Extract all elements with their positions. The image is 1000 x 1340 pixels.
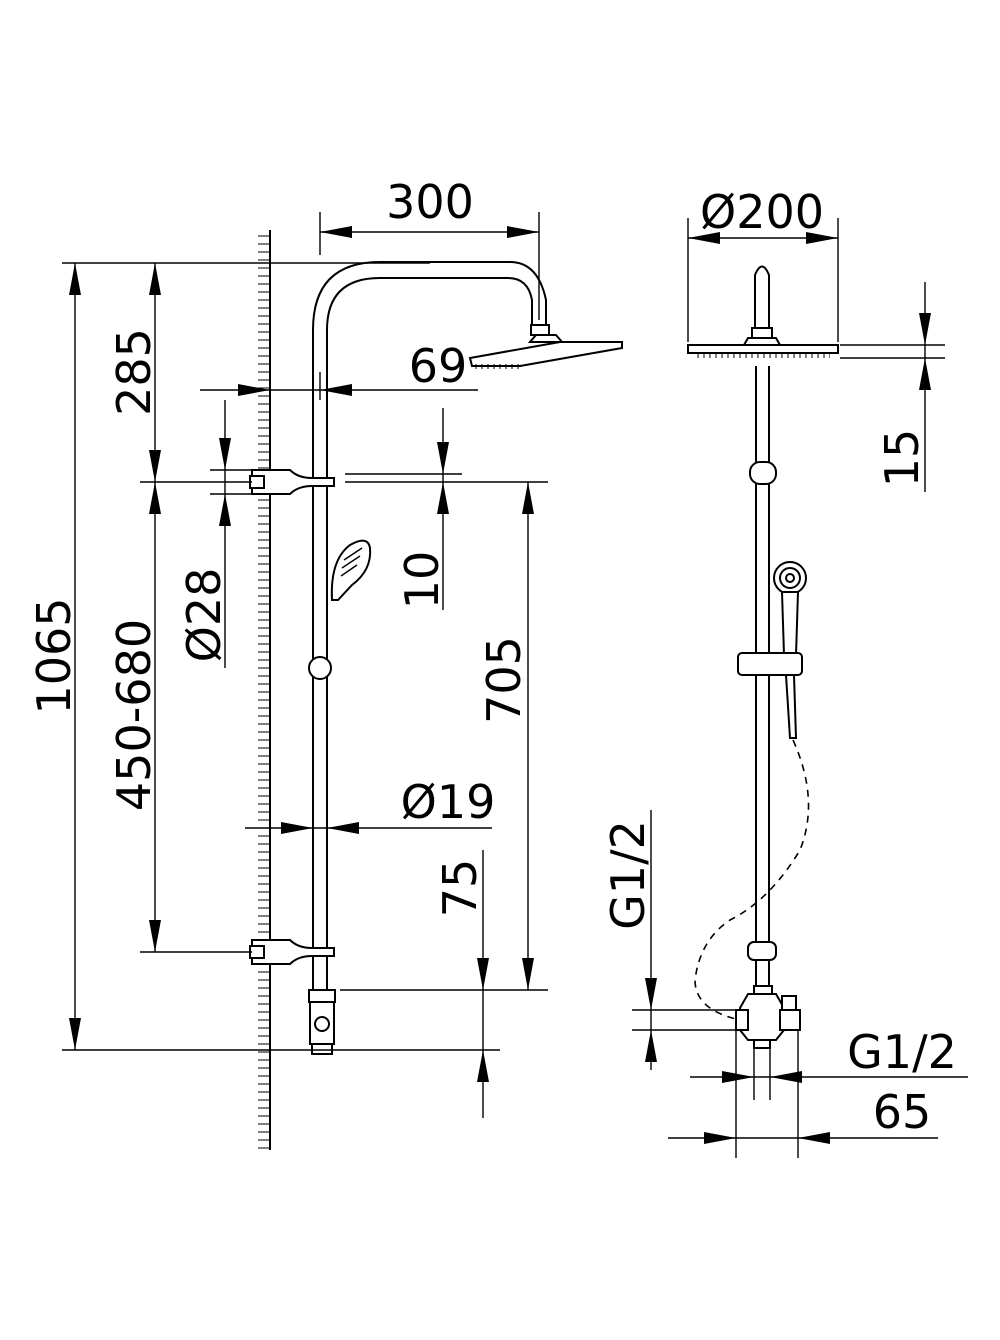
dim-69: 69 [200,339,478,400]
dim-15: 15 [840,282,945,492]
dim-10: 10 [345,408,548,610]
dim-label-1065: 1065 [27,597,81,714]
dim-g12-vertical: G1/2 [601,810,740,1070]
dim-705: 705 [340,482,548,991]
dim-label-ø19: Ø19 [401,775,496,829]
dim-label-75: 75 [433,859,487,918]
dim-label-ø200: Ø200 [700,185,824,239]
side-view: 300 69 1065 285 [27,175,623,1150]
dim-label-ø28: Ø28 [177,568,231,663]
dim-65: 65 [668,1030,938,1158]
dim-label-10: 10 [395,551,449,610]
dim-label-15: 15 [875,429,929,488]
front-riser [754,265,770,992]
hose [694,674,810,1021]
hand-shower-front [773,561,807,656]
diverter-front [735,985,801,1049]
lower-joint-front [747,941,777,961]
dim-75: 75 [433,850,500,1118]
dim-ø19: Ø19 [245,775,495,834]
dim-label-65: 65 [873,1085,932,1139]
dim-label-g12-vertical: G1/2 [601,820,655,930]
dim-label-705: 705 [477,636,531,724]
dim-label-285: 285 [107,328,161,416]
hand-shower-side [330,539,372,601]
wall [258,230,271,1150]
dim-label-300: 300 [386,175,474,229]
lower-wall-bracket [249,939,335,965]
dim-label-450-680: 450-680 [107,619,161,811]
slider-knob [308,656,332,680]
dim-300: 300 [319,175,540,320]
upper-wall-bracket [249,469,335,495]
dim-450-680: 450-680 [107,482,252,953]
front-view: Ø200 15 G1/2 G1/2 [601,185,968,1158]
slider-front [737,652,803,676]
shower-head-front [687,327,839,358]
diverter-side [308,989,336,1055]
shower-head-side [468,324,623,369]
dim-285: 285 [107,263,252,483]
dim-1065: 1065 [27,262,440,1051]
dim-label-g12-horizontal: G1/2 [847,1025,957,1079]
dim-ø200: Ø200 [687,185,839,342]
dim-label-69: 69 [409,339,468,393]
upper-joint-front [749,461,777,485]
dim-ø28: Ø28 [177,400,255,668]
